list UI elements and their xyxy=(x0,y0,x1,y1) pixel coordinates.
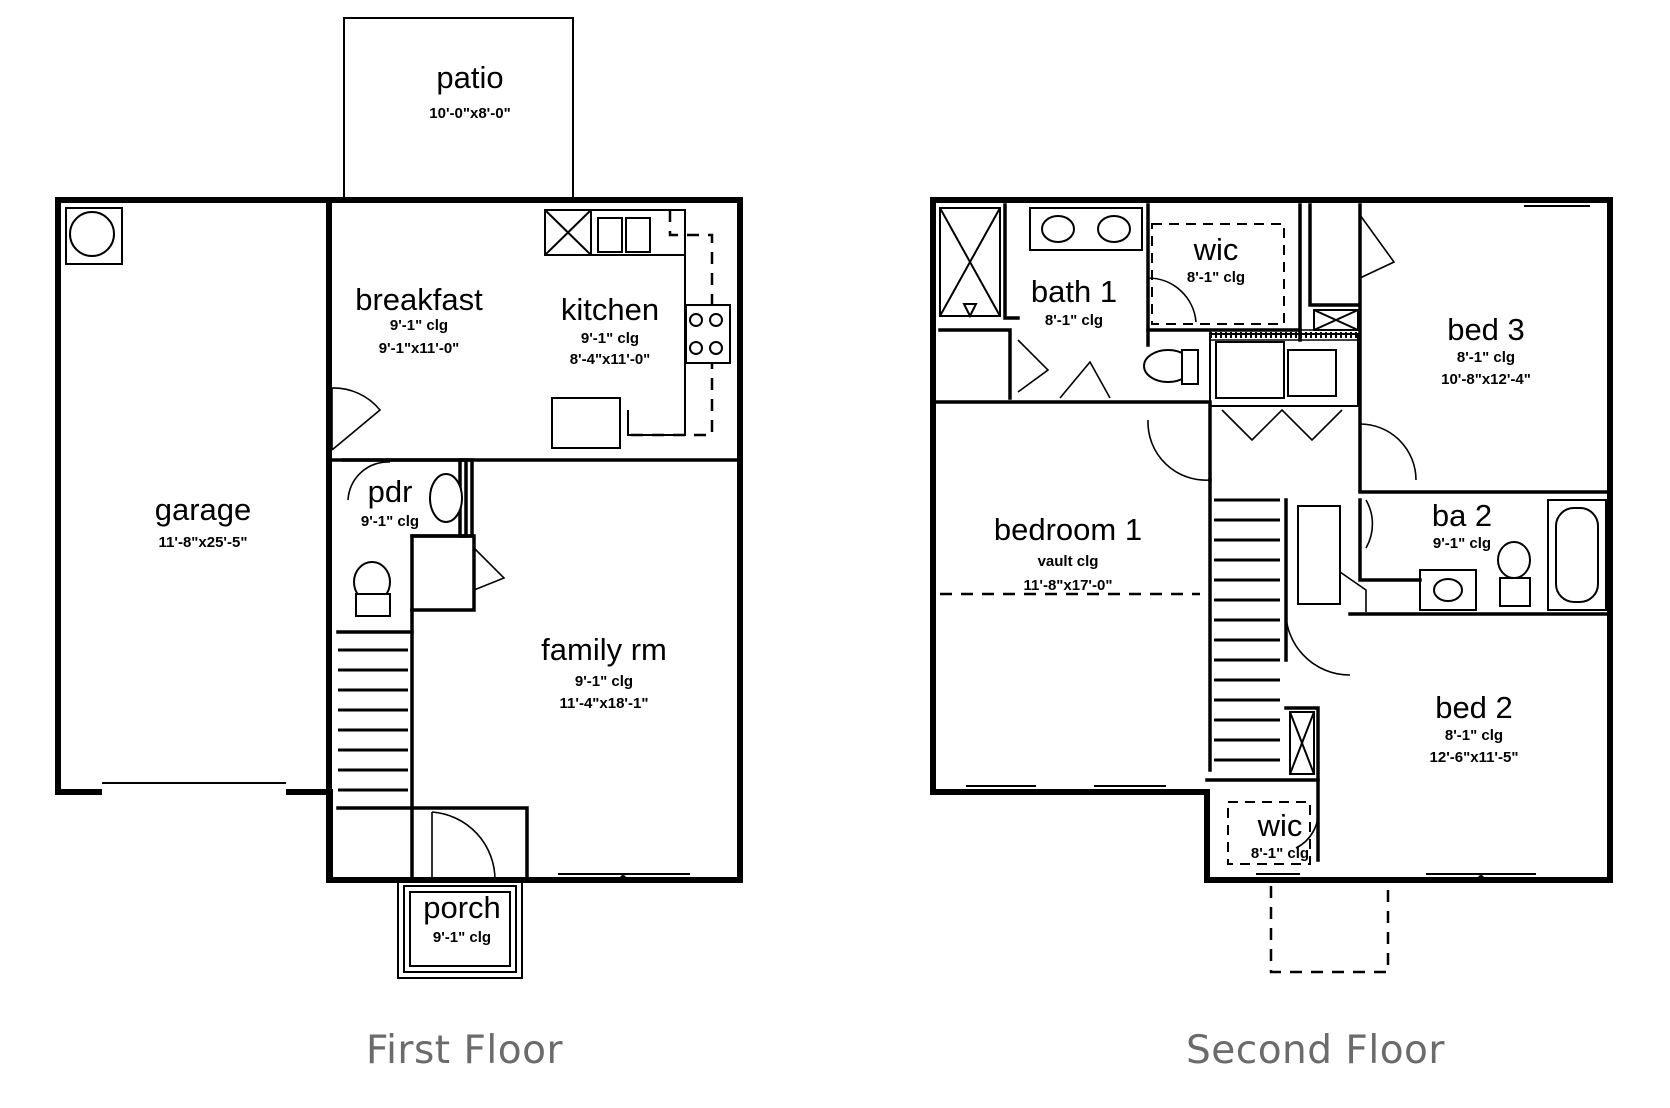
ba2-name: ba 2 xyxy=(1432,498,1492,533)
ba2-tub xyxy=(1547,499,1607,611)
linen-door xyxy=(1359,214,1396,279)
bed3-door xyxy=(1359,423,1417,481)
bedroom1-ceiling: vault clg xyxy=(1038,553,1099,570)
wic2-shelf xyxy=(1227,801,1311,865)
wic1-name: wic xyxy=(1193,232,1239,267)
bedroom1-dims: 11'-8"x17'-0" xyxy=(1024,577,1113,594)
ba2-door xyxy=(1365,499,1374,549)
hvac2-icon xyxy=(1289,711,1315,775)
ba2-sink-icon xyxy=(1433,578,1463,602)
porch-outline xyxy=(397,879,523,979)
bed2-dims: 12'-6"x11'-5" xyxy=(1430,749,1519,766)
kitchen-dims: 8'-4"x11'-0" xyxy=(570,351,651,368)
first-floor-plan: patio 10'-0"x8'-0" breakfast 9'-1" clg 9… xyxy=(55,17,743,979)
hvac2-wall xyxy=(1284,706,1320,782)
pdr-name: pdr xyxy=(368,474,413,509)
shower-wall xyxy=(1003,203,1020,320)
kitchen-name: kitchen xyxy=(561,292,659,327)
second-floor-stairs xyxy=(1214,498,1280,762)
bed3-name: bed 3 xyxy=(1447,312,1525,347)
closet-wall xyxy=(410,534,476,612)
closet-door xyxy=(473,547,506,591)
hall-door xyxy=(1284,604,1351,676)
family-rm-name: family rm xyxy=(541,632,667,667)
bed2-name: bed 2 xyxy=(1435,690,1513,725)
bath1-closet-door xyxy=(1017,339,1050,393)
pdr-door xyxy=(347,461,391,501)
kitchen-counter-side xyxy=(627,255,686,436)
pdr-sink-icon xyxy=(429,473,463,523)
hall-linen xyxy=(1297,505,1341,605)
washer-icon xyxy=(1215,341,1285,399)
second-floor-plan: wic 8'-1" clg bath 1 8'-1" clg bed 3 8'-… xyxy=(930,197,1613,974)
patio-dims: 10'-0"x8'-0" xyxy=(429,105,510,122)
breakfast-name: breakfast xyxy=(355,282,483,317)
bath1-sink-left-icon xyxy=(1041,215,1075,243)
bathtub-icon xyxy=(1555,507,1599,603)
porch-ceiling: 9'-1" clg xyxy=(433,929,491,946)
breakfast-ceiling: 9'-1" clg xyxy=(390,317,448,334)
ba2-closet-door xyxy=(1339,571,1367,612)
family-rm-ceiling: 9'-1" clg xyxy=(575,673,633,690)
pdr-ceiling: 9'-1" clg xyxy=(361,513,419,530)
sink-right-icon xyxy=(625,217,651,253)
wic1-shelf xyxy=(1151,223,1285,325)
bath1-vanity xyxy=(1029,207,1143,251)
water-heater-icon xyxy=(69,211,115,257)
kitchen-ceiling: 9'-1" clg xyxy=(581,330,639,347)
bedroom1-name: bedroom 1 xyxy=(994,512,1142,547)
linen-closet-wall xyxy=(1308,203,1360,307)
garage-name: garage xyxy=(155,492,252,527)
second-floor-exterior-wall xyxy=(930,197,1613,883)
bath1-name: bath 1 xyxy=(1031,274,1117,309)
ba2-ceiling: 9'-1" clg xyxy=(1433,535,1491,552)
patio-name: patio xyxy=(436,60,503,95)
kitchen-island xyxy=(551,397,621,449)
wic2-ceiling: 8'-1" clg xyxy=(1251,845,1309,862)
laundry-bifold-doors xyxy=(1221,408,1343,442)
breakfast-dims: 9'-1"x11'-0" xyxy=(379,340,460,357)
front-door xyxy=(431,811,496,881)
first-floor-label: First Floor xyxy=(366,1028,563,1073)
second-floor-label: Second Floor xyxy=(1186,1028,1445,1073)
ba2-toilet-icon xyxy=(1497,541,1531,579)
sink-left-icon xyxy=(597,217,623,253)
bed3-dims: 10'-8"x12'-4" xyxy=(1441,371,1531,388)
range-icon xyxy=(685,304,731,364)
ba2-vanity xyxy=(1419,569,1477,611)
wic2-name: wic xyxy=(1257,808,1303,843)
garage-entry-door xyxy=(331,387,382,451)
porch-name: porch xyxy=(423,890,501,925)
wic1-door xyxy=(1147,277,1197,323)
bedroom1-north-wall xyxy=(931,400,1212,482)
ba2-west-wall xyxy=(1358,498,1422,582)
first-floor-stairs xyxy=(338,648,408,792)
wic2-door xyxy=(1295,807,1320,849)
dryer-icon xyxy=(1287,349,1337,397)
bed2-ceiling: 8'-1" clg xyxy=(1445,727,1503,744)
bath1-door xyxy=(1059,360,1111,399)
bed3-ceiling: 8'-1" clg xyxy=(1457,349,1515,366)
family-rm-dims: 11'-4"x18'-1" xyxy=(560,695,649,712)
entry-wall xyxy=(336,806,529,882)
water-heater-box xyxy=(65,207,123,265)
bath1-ceiling: 8'-1" clg xyxy=(1045,312,1103,329)
garage-dims: 11'-8"x25'-5" xyxy=(159,534,248,551)
wic1-ceiling: 8'-1" clg xyxy=(1187,269,1245,286)
bath1-sink-right-icon xyxy=(1097,215,1131,243)
bedroom1-door xyxy=(1147,419,1211,481)
bath1-closet-wall xyxy=(938,328,1012,400)
porch-roof-outline xyxy=(1269,886,1390,974)
laundry-box xyxy=(1209,333,1359,407)
